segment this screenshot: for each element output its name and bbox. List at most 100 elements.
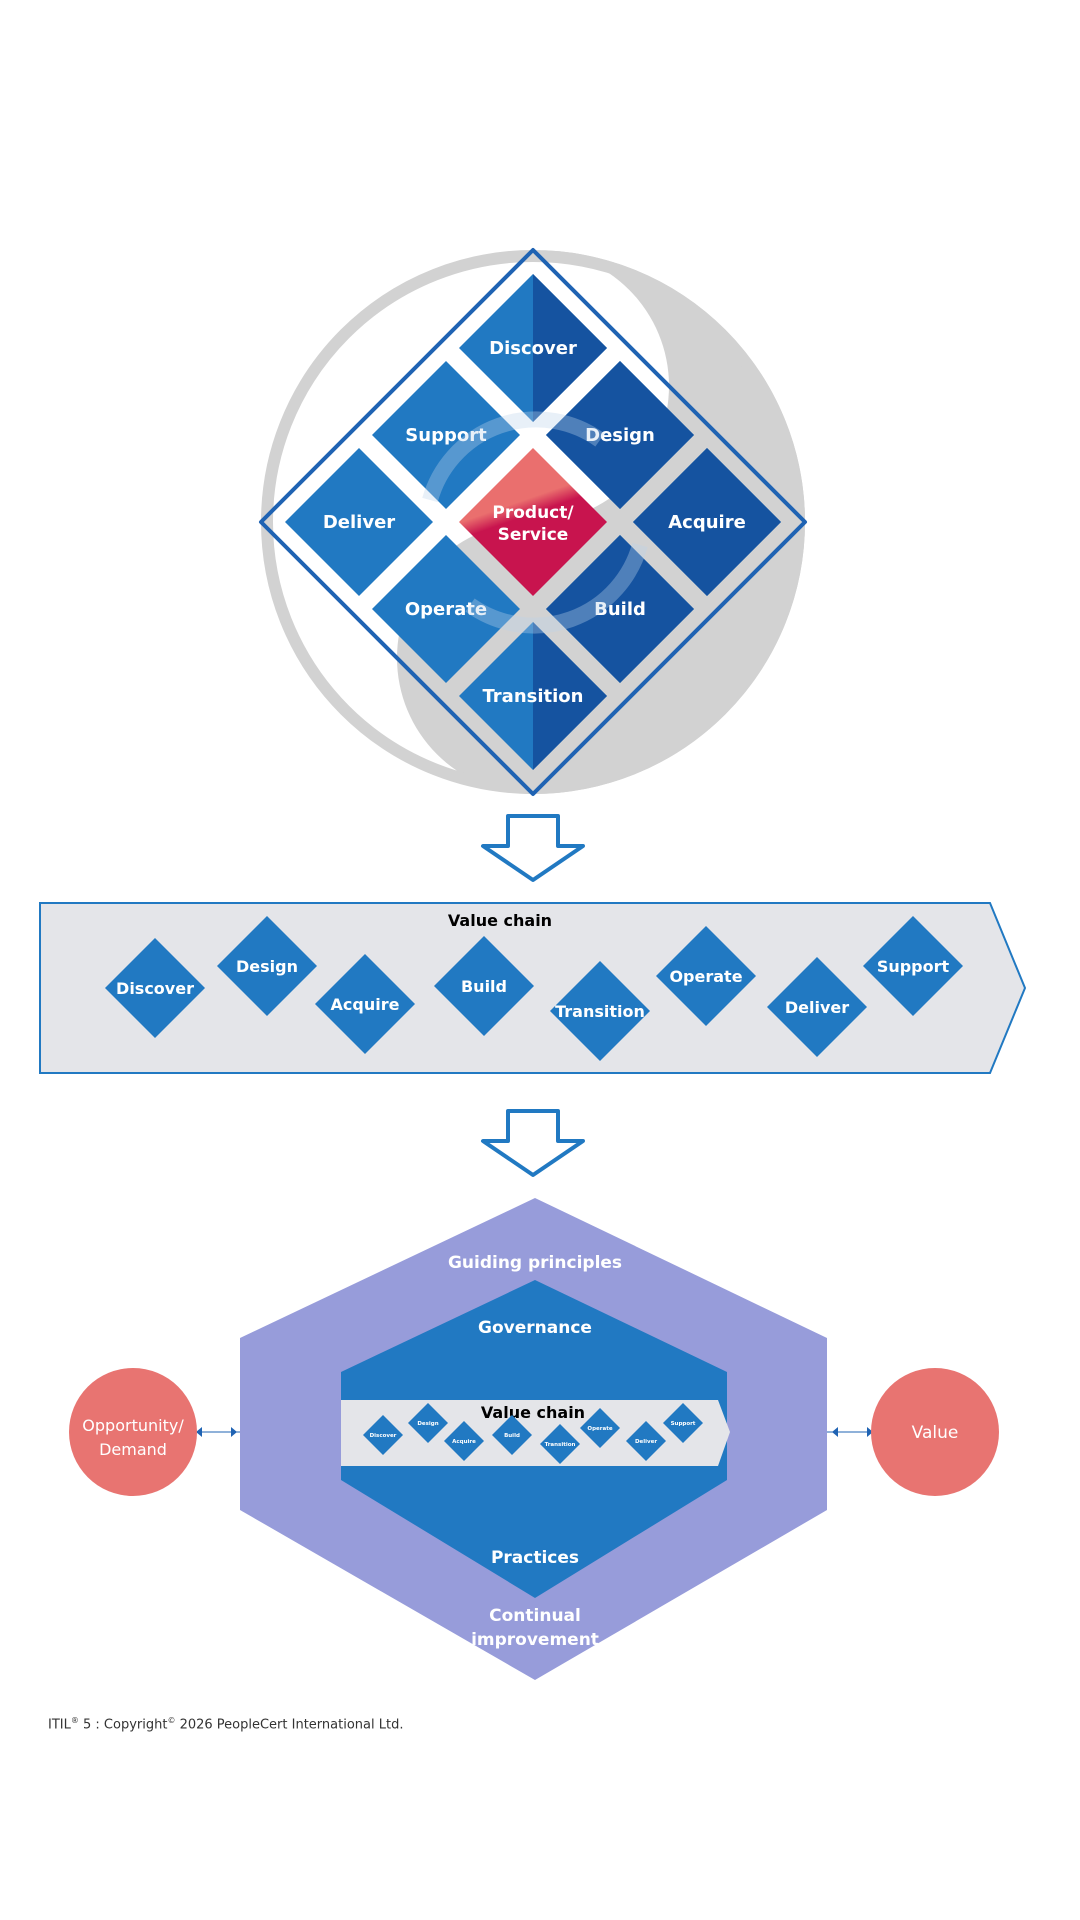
activity-label: Discover	[116, 979, 194, 998]
mini-activity-label: Acquire	[452, 1439, 476, 1445]
activity-label: Deliver	[785, 998, 849, 1017]
lifecycle-tile-support: Support	[372, 361, 520, 509]
mini-activity-deliver: Deliver	[626, 1421, 666, 1461]
practices-label: Practices	[491, 1548, 579, 1568]
center-label-line1: Product/	[492, 503, 574, 523]
tile-shape	[372, 535, 520, 683]
continual-improvement-label-line2: improvement	[471, 1630, 599, 1650]
activity-shape	[550, 961, 650, 1061]
lifecycle-tile-deliver: Deliver	[285, 448, 433, 596]
tile-shade	[546, 361, 694, 509]
mini-activity-design: Design	[408, 1403, 448, 1443]
governance-label: Governance	[478, 1318, 592, 1338]
lifecycle-outline	[259, 248, 807, 796]
mini-activity-label: Operate	[587, 1426, 612, 1432]
continual-improvement-label-line1: Continual	[489, 1606, 581, 1626]
mini-activity-support: Support	[663, 1403, 703, 1443]
product-service-center: Product/ Service	[459, 448, 607, 596]
mini-activity-shape	[663, 1403, 703, 1443]
activity-label: Transition	[555, 1002, 645, 1021]
value-circle	[871, 1368, 999, 1496]
value-chain-title: Value chain	[448, 911, 552, 930]
mini-activity-label: Transition	[545, 1442, 576, 1448]
mini-activity-shape	[540, 1424, 580, 1464]
opportunity-demand-circle	[69, 1368, 197, 1496]
tile-shade	[533, 274, 607, 422]
guiding-principles-label: Guiding principles	[448, 1253, 622, 1273]
lifecycle-tile-operate: Operate	[372, 535, 520, 683]
value-chain-activity-acquire: Acquire	[315, 954, 415, 1054]
mini-activity-label: Discover	[370, 1433, 397, 1439]
tile-label: Deliver	[323, 512, 395, 533]
copyright-symbol: ©	[167, 1716, 176, 1725]
tile-label: Support	[405, 425, 487, 446]
connector-arrow-icons	[196, 1427, 873, 1437]
tile-shape	[285, 448, 433, 596]
mini-value-chain-title: Value chain	[481, 1403, 585, 1422]
mini-activity-label: Deliver	[635, 1439, 657, 1445]
tile-shade	[546, 535, 694, 683]
tile-shade	[633, 448, 781, 596]
activity-shape	[105, 938, 205, 1038]
mini-activity-shape	[580, 1408, 620, 1448]
mini-activity-discover: Discover	[363, 1415, 403, 1455]
activity-shape	[434, 936, 534, 1036]
value-chain-activity-design: Design	[217, 916, 317, 1016]
tile-label: Design	[585, 425, 655, 446]
copyright-notice: ITIL® 5 : Copyright© 2026 PeopleCert Int…	[48, 1716, 403, 1732]
mini-activity-build: Build	[492, 1415, 532, 1455]
lifecycle-tile-build: Build	[546, 535, 694, 683]
activity-shape	[863, 916, 963, 1016]
mini-activity-shape	[363, 1415, 403, 1455]
activity-label: Support	[877, 957, 950, 976]
mini-activity-acquire: Acquire	[444, 1421, 484, 1461]
registered-mark: ®	[70, 1716, 79, 1725]
center-label-line2: Service	[498, 525, 569, 545]
activity-label: Design	[236, 957, 298, 976]
activity-shape	[217, 916, 317, 1016]
activity-shape	[315, 954, 415, 1054]
copyright-owner: 2026 PeopleCert International Ltd.	[175, 1717, 404, 1733]
activity-label: Operate	[669, 967, 742, 986]
mini-activity-label: Support	[671, 1421, 696, 1427]
tile-shape	[372, 361, 520, 509]
cycle-arrows-icon	[422, 411, 648, 634]
opportunity-demand-label-line2: Demand	[99, 1440, 167, 1459]
lifecycle-tile-design: Design	[546, 361, 694, 509]
copyright-text: 5 : Copyright	[78, 1717, 168, 1733]
value-chain-activity-discover: Discover	[105, 938, 205, 1038]
down-arrow-icon	[481, 1109, 585, 1177]
down-arrow-icon	[481, 814, 585, 882]
tile-label: Transition	[483, 686, 584, 707]
value-chain-panel: Value chain Discover Design Acquire BuildTr…	[39, 902, 1027, 1074]
activity-shape	[656, 926, 756, 1026]
mini-activity-operate: Operate	[580, 1408, 620, 1448]
service-value-system: Guiding principles Continual improvement…	[69, 1198, 999, 1680]
mini-activity-shape	[444, 1421, 484, 1461]
tile-label: Build	[594, 599, 646, 620]
value-chain-activity-deliver: Deliver	[767, 957, 867, 1057]
lifecycle-tile-discover: Discover	[459, 274, 607, 422]
mini-activity-transition: Transition	[540, 1424, 580, 1464]
mini-activity-shape	[492, 1415, 532, 1455]
value-chain-activity-support: Support	[863, 916, 963, 1016]
brand-name: ITIL	[48, 1717, 71, 1733]
tile-label: Acquire	[668, 512, 746, 533]
tile-label: Operate	[405, 599, 487, 620]
value-label: Value	[912, 1423, 959, 1443]
tile-shade	[533, 622, 607, 770]
lifecycle-tile-acquire: Acquire	[633, 448, 781, 596]
mini-activity-shape	[408, 1403, 448, 1443]
value-chain-activity-operate: Operate	[656, 926, 756, 1026]
opportunity-demand-label-line1: Opportunity/	[82, 1416, 184, 1435]
activity-label: Build	[461, 977, 507, 996]
activity-shape	[767, 957, 867, 1057]
value-chain-activity-transition: Transition	[550, 961, 650, 1061]
tile-label: Discover	[489, 338, 577, 359]
lifecycle-tile-transition: Transition	[459, 622, 607, 770]
mini-activity-label: Design	[417, 1421, 438, 1427]
